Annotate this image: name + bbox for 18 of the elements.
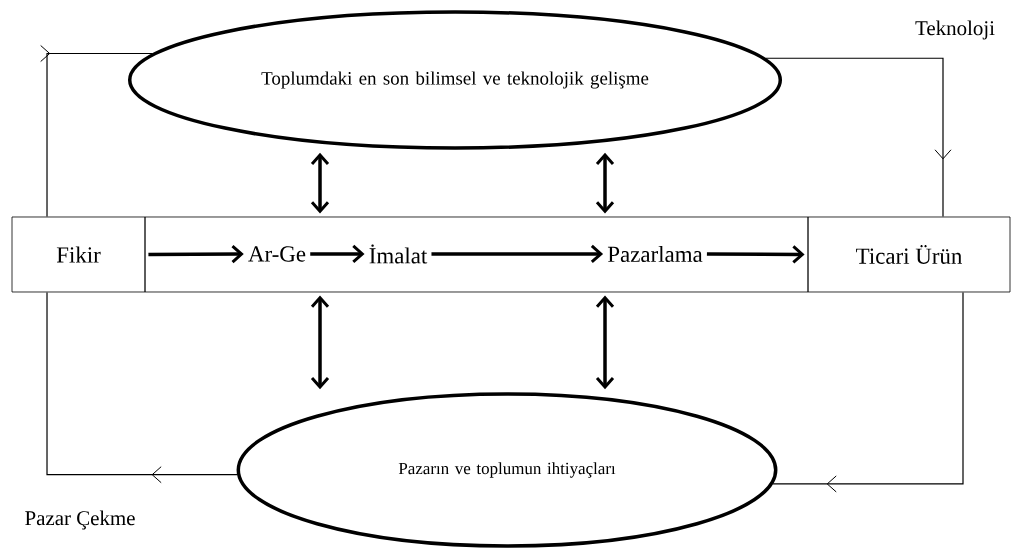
process-box: Fikir	[11, 216, 146, 293]
arrow	[310, 152, 330, 214]
arrow	[595, 152, 615, 214]
arrow	[310, 244, 365, 264]
arrow	[595, 295, 615, 390]
arrow	[148, 244, 244, 264]
step-label: Ar-Ge	[248, 246, 306, 262]
process-box: Ticari Ürün	[807, 216, 1011, 293]
ellipse-node: Pazarın ve toplumun ihtiyaçları	[236, 392, 778, 548]
step-label: İmalat	[369, 244, 428, 264]
arrow	[310, 295, 330, 390]
step-label: Pazarlama	[607, 245, 703, 263]
flow-label: Teknoloji	[915, 20, 995, 40]
flow-label: Pazar Çekme	[25, 510, 135, 530]
arrow	[431, 244, 604, 264]
arrow	[706, 245, 805, 264]
ellipse-node: Toplumdaki en son bilimsel ve teknolojik gelişme	[128, 10, 783, 150]
empty-box	[144, 216, 809, 293]
